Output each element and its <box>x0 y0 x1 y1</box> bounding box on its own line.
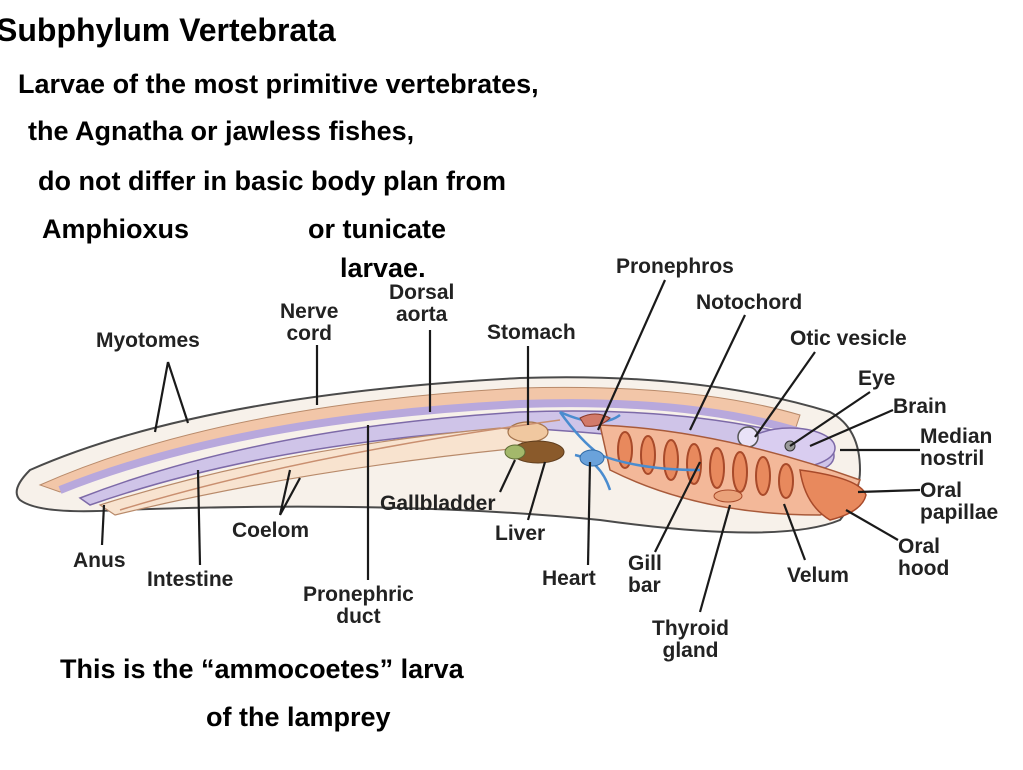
intro-line-3: do not differ in basic body plan from <box>38 166 507 196</box>
leader-lines <box>100 279 921 613</box>
label-intestine: Intestine <box>147 568 234 591</box>
label-otic-vesicle: Otic vesicle <box>790 327 907 350</box>
label-coelom: Coelom <box>232 519 310 542</box>
intro-line-1: Larvae of the most primitive vertebrates… <box>18 69 539 99</box>
label-myotomes: Myotomes <box>96 329 200 352</box>
label-pronephric-duct: Pronephric duct <box>303 583 414 628</box>
label-anus: Anus <box>73 549 126 572</box>
label-velum: Velum <box>787 564 849 587</box>
label-thyroid-gland: Thyroid gland <box>652 617 729 662</box>
intro-line-2: the Agnatha or jawless fishes, <box>28 116 415 146</box>
oral-hood <box>799 469 867 521</box>
label-stomach: Stomach <box>487 321 576 344</box>
label-heart: Heart <box>542 567 596 590</box>
caption-line-1: This is the “ammocoetes” larva <box>60 654 464 684</box>
slide-title: Subphylum Vertebrata <box>0 12 336 48</box>
intro-line-4b: or tunicate <box>308 214 447 244</box>
heart <box>579 449 605 467</box>
intro-line-4a: Amphioxus <box>42 214 190 244</box>
pronephric-duct <box>119 419 561 511</box>
gallbladder <box>504 444 526 460</box>
label-eye: Eye <box>858 367 896 390</box>
label-gill-bar: Gill bar <box>628 552 662 597</box>
caption-line-2: of the lamprey <box>206 702 391 732</box>
label-dorsal-aorta: Dorsal aorta <box>389 281 455 326</box>
label-pronephros: Pronephros <box>616 255 734 278</box>
gill-bars <box>617 431 794 499</box>
intro-line-5: larvae. <box>340 253 426 283</box>
label-notochord: Notochord <box>696 291 803 314</box>
label-liver: Liver <box>495 522 546 545</box>
label-median-nostril: Median nostril <box>920 425 993 470</box>
thyroid <box>713 489 743 503</box>
label-gallbladder: Gallbladder <box>380 492 496 515</box>
pronephros <box>579 413 611 427</box>
label-oral-hood: Oral hood <box>898 535 950 580</box>
label-brain: Brain <box>893 395 947 418</box>
label-nerve-cord: Nerve cord <box>280 300 339 345</box>
label-oral-papillae: Oral papillae <box>920 479 999 524</box>
nerve-cord <box>58 399 802 494</box>
